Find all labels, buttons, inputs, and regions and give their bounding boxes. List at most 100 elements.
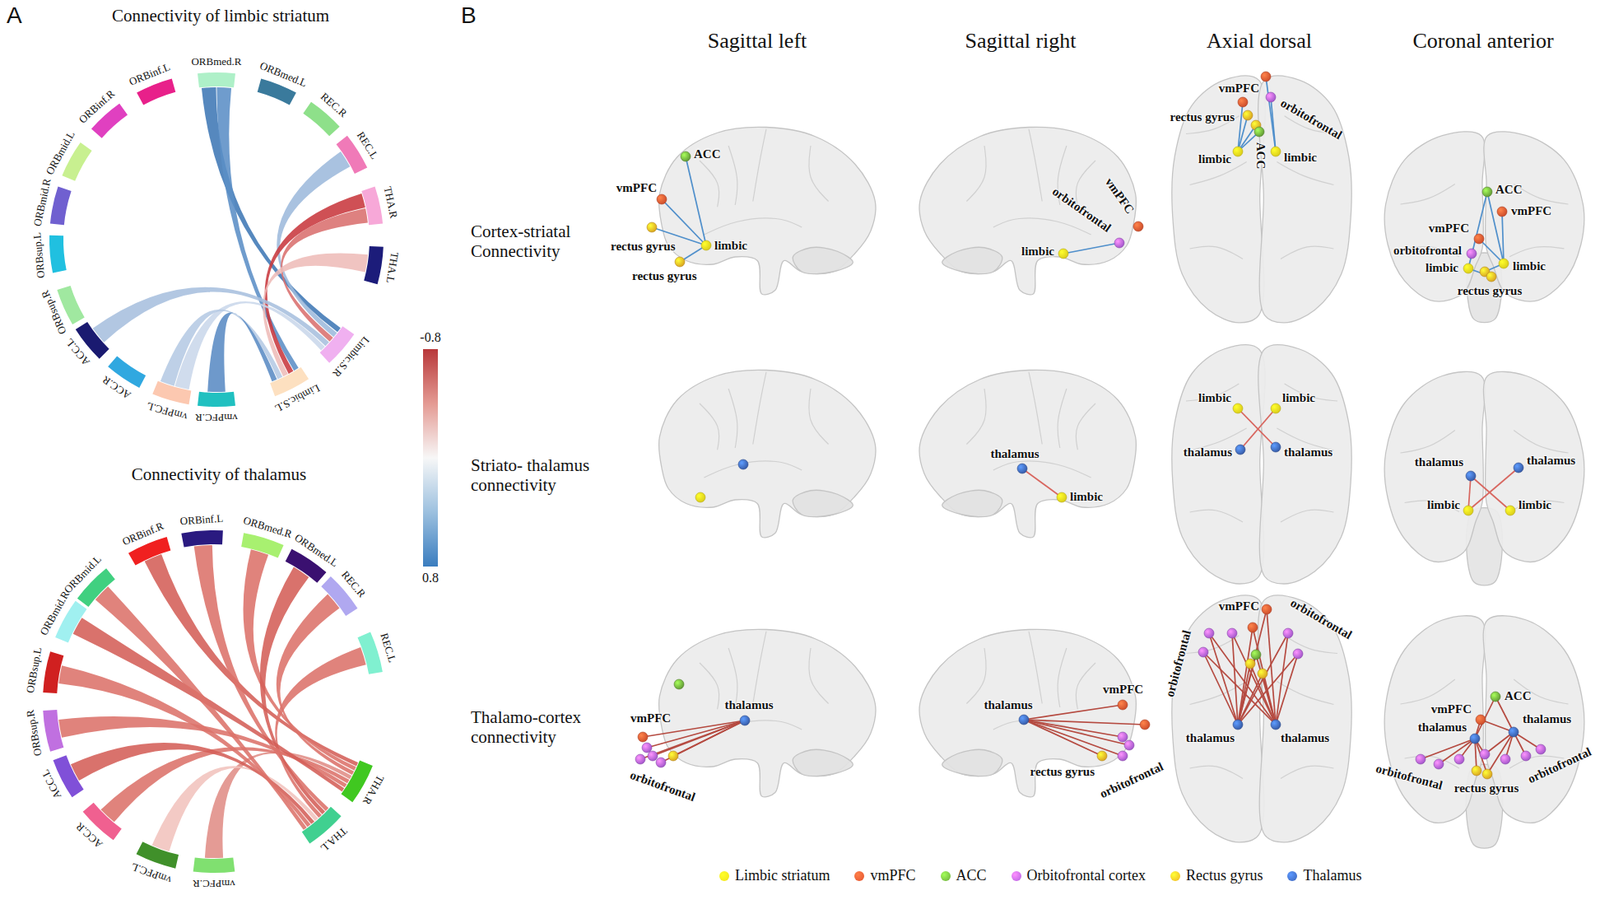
region-label: orbitofrontal: [1393, 243, 1462, 258]
region-dot: [646, 222, 657, 233]
region-dot: [1466, 248, 1477, 259]
legend-swatch: [940, 870, 951, 881]
connection-line: [1255, 654, 1276, 725]
connectivity-panel: [1018, 699, 1150, 761]
connectivity-panel: [1017, 463, 1067, 503]
segment-label: REC.R: [317, 90, 349, 121]
region-dot: [1056, 492, 1067, 503]
region-dot: [647, 750, 658, 761]
connection-line: [1275, 632, 1289, 725]
connection-line: [1023, 719, 1123, 756]
segment-label: THA.R: [359, 772, 387, 807]
region-label: orbitofrontal: [1288, 595, 1355, 642]
connection-line: [1487, 191, 1504, 264]
brain-view: [919, 126, 1137, 295]
brain-view: [1384, 371, 1585, 585]
region-dot: [739, 715, 750, 726]
legend-text: Limbic striatum: [734, 866, 830, 884]
brain-sulcus: [699, 160, 720, 207]
region-dot: [1498, 258, 1509, 269]
panel-letter: A: [6, 2, 23, 29]
region-dot: [1237, 97, 1248, 107]
legend-swatch: [1011, 870, 1022, 881]
region-label: vmPFC: [1218, 81, 1260, 96]
brain-view: [658, 369, 876, 538]
connection-line: [1484, 731, 1514, 754]
region-dot: [1124, 739, 1135, 750]
region-dot: [1490, 691, 1501, 702]
brain-sulcus: [1400, 184, 1456, 205]
brain-sulcus: [809, 647, 829, 704]
region-label: rectus gyrus: [1457, 283, 1522, 298]
brain-sulcus: [728, 647, 738, 707]
brain-outline: [942, 748, 1003, 776]
connectivity-panel: [1463, 462, 1524, 516]
legend-text: Orbitofrontal cortex: [1027, 866, 1146, 884]
connection-line: [1438, 738, 1475, 764]
brain-outline: [1483, 131, 1585, 302]
region-dot: [1463, 263, 1474, 274]
legend-text: ACC: [956, 866, 987, 884]
legend-swatch: [1170, 870, 1181, 881]
chord-ribbon: [207, 311, 277, 392]
segment-label: REC.L: [377, 632, 399, 665]
connection-line: [1209, 632, 1276, 725]
region-label: limbic: [1283, 150, 1317, 165]
segment-label: ACC.L: [39, 767, 66, 801]
connection-line: [1479, 238, 1504, 264]
brain-outline: [919, 126, 1137, 295]
region-label: orbitofrontal: [1049, 184, 1114, 236]
legend-swatch: [854, 870, 865, 881]
brain-outline: [792, 489, 853, 517]
region-dot: [1469, 733, 1480, 744]
legend-item: Rectus gyrus: [1170, 866, 1264, 884]
region-dot: [1133, 221, 1144, 232]
segment-label: REC.L: [353, 129, 381, 162]
brain-sulcus: [1280, 765, 1334, 778]
chord-segment: [363, 246, 384, 284]
region-label: limbic: [1518, 497, 1552, 512]
segment-label: THA.L: [383, 251, 401, 284]
brain-sulcus: [966, 145, 987, 202]
brain-sulcus: [1513, 430, 1568, 454]
brain-sulcus: [1276, 162, 1334, 186]
row-label: Thalamo-cortex connectivity: [470, 706, 618, 747]
brain-view: [1384, 615, 1585, 848]
brain-outline: [1172, 344, 1266, 584]
segment-label: ORBmed.R: [241, 514, 294, 541]
chord-segment: [197, 391, 236, 407]
region-dot: [1242, 110, 1253, 121]
region-dot: [1058, 248, 1069, 259]
connection-line: [660, 720, 745, 763]
region-label: thalamus: [1183, 445, 1233, 460]
brain-view: [658, 628, 876, 797]
region-label: thalamus: [1186, 730, 1235, 745]
brain-outline: [792, 748, 853, 776]
region-label: thalamus: [990, 446, 1039, 461]
region-dot: [1520, 750, 1531, 761]
connection-line: [1468, 475, 1471, 511]
brain-sulcus: [699, 662, 720, 709]
segment-label: vmPFC.R: [192, 877, 236, 890]
region-dot: [1508, 726, 1519, 737]
connection-line: [1209, 632, 1238, 725]
connection-line: [1480, 719, 1514, 732]
brain-sulcus: [809, 388, 829, 445]
segment-label: THA.L: [317, 823, 349, 854]
brain-sulcus: [753, 372, 767, 445]
region-dot: [1265, 92, 1276, 103]
connectivity-panel: [1232, 403, 1281, 455]
segment-label: ORBmid.R: [31, 177, 54, 228]
region-dot: [1260, 71, 1271, 82]
region-dot: [1139, 719, 1150, 730]
region-dot: [1486, 271, 1497, 282]
region-dot: [1227, 627, 1238, 638]
legend-swatch: [1287, 870, 1298, 881]
region-label: limbic: [1198, 390, 1232, 405]
region-label: orbitofrontal: [1097, 759, 1167, 802]
region-label: limbic: [1021, 244, 1055, 259]
connection-line: [1063, 242, 1120, 254]
region-dot: [1232, 403, 1243, 414]
region-label: thalamus: [1526, 453, 1576, 468]
